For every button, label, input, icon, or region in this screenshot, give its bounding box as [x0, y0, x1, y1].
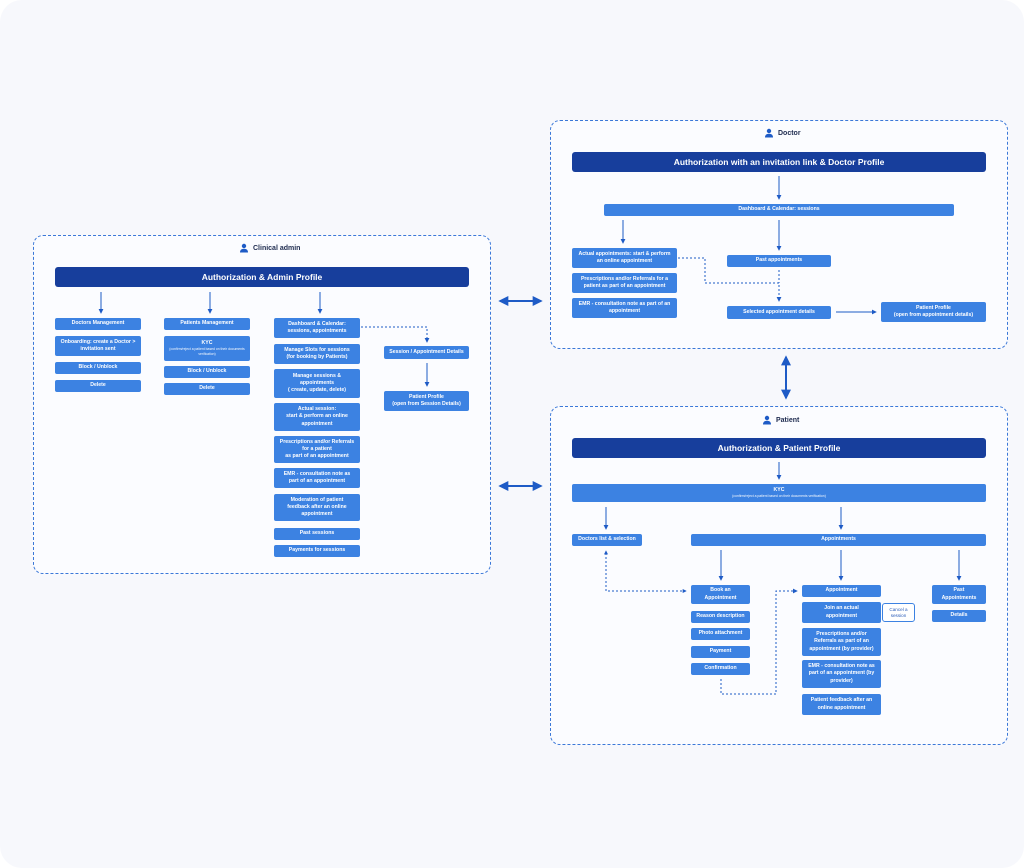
patients-delete: Delete: [164, 383, 250, 395]
manage-slots: Manage Slots for sessions (for booking b…: [274, 344, 360, 364]
admin-kyc: KYC (confirm/reject a patient based on t…: [164, 336, 250, 361]
patients-management: Patients Management: [164, 318, 250, 330]
doctors-management: Doctors Management: [55, 318, 141, 330]
doctor-auth-header: Authorization with an invitation link & …: [572, 152, 986, 172]
doctors-list-selection: Doctors list & selection: [572, 534, 642, 546]
doctor-label: Doctor: [778, 129, 801, 137]
cancel-session: Cancel a session: [882, 603, 915, 622]
admin-emr: EMR - consultation note as part of an ap…: [274, 468, 360, 488]
appointment: Appointment: [802, 585, 881, 597]
admin-auth-header: Authorization & Admin Profile: [55, 267, 469, 287]
patient-title: Patient: [762, 415, 799, 425]
past-sessions: Past sessions: [274, 528, 360, 540]
admin-prescriptions: Prescriptions and/or Referrals for a pat…: [274, 436, 360, 463]
doctor-patient-profile: Patient Profile (open from appointment d…: [881, 302, 986, 322]
past-details: Details: [932, 610, 986, 622]
payment: Payment: [691, 646, 750, 658]
book-appointment: Book an Appointment: [691, 585, 750, 604]
doctors-delete: Delete: [55, 380, 141, 392]
user-icon: [765, 128, 773, 138]
onboarding-doctor: Onboarding: create a Doctor > invitation…: [55, 336, 141, 356]
patient-kyc-subtitle: (confirm/reject a patient based on their…: [732, 494, 826, 499]
photo-attachment: Photo attachment: [691, 628, 750, 640]
patient-kyc-title: KYC: [773, 487, 785, 494]
confirmation: Confirmation: [691, 663, 750, 675]
admin-dashboard-calendar: Dashboard & Calendar: sessions, appointm…: [274, 318, 360, 338]
patients-block-unblock: Block / Unblock: [164, 366, 250, 378]
payments-sessions: Payments for sessions: [274, 545, 360, 557]
join-actual-appointment: Join an actual appointment: [802, 602, 881, 623]
user-icon: [763, 415, 771, 425]
patient-kyc: KYC (confirm/reject a patient based on t…: [572, 484, 986, 502]
feedback-moderation: Moderation of patient feedback after an …: [274, 494, 360, 521]
patient-auth-header: Authorization & Patient Profile: [572, 438, 986, 458]
actual-session: Actual session: start & perform an onlin…: [274, 403, 360, 431]
user-icon: [240, 243, 248, 253]
doctor-actual-appointments: Actual appointments: start & perform an …: [572, 248, 677, 268]
manage-sessions: Manage sessions & appointments ( create,…: [274, 369, 360, 398]
reason-description: Reason description: [691, 611, 750, 623]
patient-feedback: Patient feedback after an online appoint…: [802, 694, 881, 715]
doctor-prescriptions: Prescriptions and/or Referrals for a pat…: [572, 273, 677, 293]
doctors-block-unblock: Block / Unblock: [55, 362, 141, 374]
doctor-emr: EMR - consultation note as part of an ap…: [572, 298, 677, 318]
clinical-admin-title: Clinical admin: [239, 243, 300, 253]
doctor-past-appointments: Past appointments: [727, 255, 831, 267]
doctor-title: Doctor: [764, 128, 801, 138]
session-appointment-details: Session / Appointment Details: [384, 346, 469, 359]
patient-appointments: Appointments: [691, 534, 986, 546]
admin-patient-profile: Patient Profile (open from Session Detai…: [384, 391, 469, 411]
patient-prescriptions: Prescriptions and/or Referrals as part o…: [802, 628, 881, 656]
selected-appointment-details: Selected appointment details: [727, 306, 831, 319]
admin-kyc-subtitle: (confirm/reject a patient based on their…: [169, 347, 245, 356]
doctor-dashboard-calendar: Dashboard & Calendar: sessions: [604, 204, 954, 216]
past-appointments: Past Appointments: [932, 585, 986, 604]
patient-emr: EMR - consultation note as part of an ap…: [802, 660, 881, 688]
admin-kyc-title: KYC: [201, 340, 213, 347]
clinical-admin-label: Clinical admin: [253, 244, 301, 252]
patient-label: Patient: [776, 416, 800, 424]
